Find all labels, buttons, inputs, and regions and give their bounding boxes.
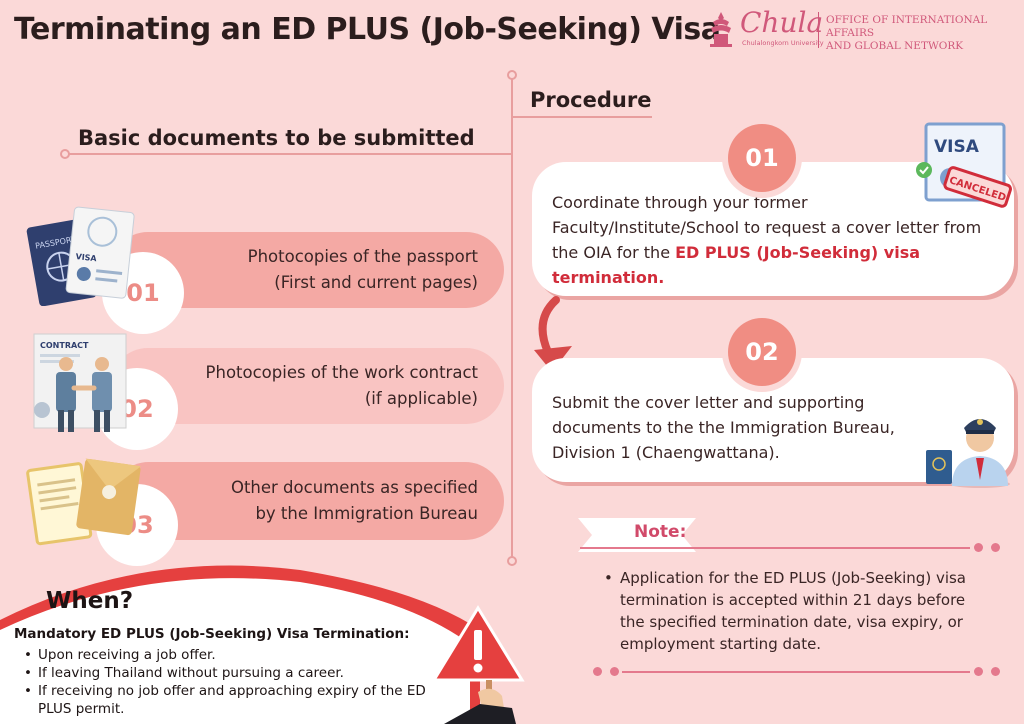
when-list: Upon receiving a job offer. If leaving T… <box>24 646 444 718</box>
when-title: When? <box>46 588 134 614</box>
when-item: If leaving Thailand without pursuing a c… <box>24 664 444 682</box>
procedure-step-text: Submit the cover letter and supporting d… <box>552 393 895 462</box>
note-dot <box>991 667 1000 676</box>
visa-stamp-text: VISA <box>934 137 980 157</box>
chula-logo: Chula Chulalongkorn University OFFICE OF… <box>704 6 1024 54</box>
curved-arrow-icon <box>534 296 572 372</box>
documents-icon <box>26 458 142 546</box>
svg-text:CONTRACT: CONTRACT <box>40 341 89 350</box>
note-divider-top <box>580 547 970 549</box>
procedure-step-number: 01 <box>728 124 796 192</box>
note-label: Note: <box>634 522 687 542</box>
note-ribbon <box>578 518 696 552</box>
basic-heading-line <box>66 153 512 155</box>
when-item: If receiving no job offer and approachin… <box>24 682 444 718</box>
note-dot <box>974 543 983 552</box>
contract-icon: CONTRACT <box>33 333 127 432</box>
passport-icon: PASSPORT VISA <box>26 206 135 306</box>
procedure-step-text: Coordinate through your former Faculty/I… <box>552 193 982 262</box>
basic-heading-dot <box>60 149 70 159</box>
note-divider-bottom <box>622 671 970 673</box>
document-text-line2: by the Immigration Bureau <box>255 504 478 523</box>
page-title: Terminating an ED PLUS (Job-Seeking) Vis… <box>14 12 721 47</box>
note-list: Application for the ED PLUS (Job-Seeking… <box>602 567 992 655</box>
procedure-heading: Procedure <box>530 88 652 112</box>
svg-text:VISA: VISA <box>75 252 98 263</box>
office-name-line2: AND GLOBAL NETWORK <box>826 40 964 52</box>
when-subtitle: Mandatory ED PLUS (Job-Seeking) Visa Ter… <box>14 626 410 642</box>
office-name-line1: OFFICE OF INTERNATIONAL AFFAIRS <box>826 14 988 39</box>
basic-documents-heading: Basic documents to be submitted <box>78 126 475 150</box>
procedure-step-number: 02 <box>728 318 796 386</box>
timeline-line <box>511 74 513 564</box>
procedure-step-highlight: ED PLUS (Job-Seeking) visa termination. <box>552 243 921 287</box>
logo-wordmark: Chula <box>740 6 824 39</box>
when-item: Upon receiving a job offer. <box>24 646 444 664</box>
document-text-line2: (if applicable) <box>364 389 478 408</box>
visa-canceled-icon: VISA CANCELED <box>916 122 1012 208</box>
procedure-heading-line <box>512 116 652 118</box>
note-dot <box>593 667 602 676</box>
warning-sign-icon <box>432 605 525 724</box>
timeline-dot-top <box>507 70 517 80</box>
document-text-line1: Other documents as specified <box>230 478 478 497</box>
note-item: Application for the ED PLUS (Job-Seeking… <box>602 567 992 655</box>
document-text-line1: Photocopies of the passport <box>247 247 478 266</box>
document-text-line1: Photocopies of the work contract <box>205 363 478 382</box>
note-dot <box>974 667 983 676</box>
office-name: OFFICE OF INTERNATIONAL AFFAIRS AND GLOB… <box>826 14 1024 53</box>
logo-subtitle: Chulalongkorn University <box>742 39 824 47</box>
document-text-line2: (First and current pages) <box>274 273 478 292</box>
note-dot <box>610 667 619 676</box>
logo-divider <box>818 12 819 48</box>
immigration-officer-icon <box>926 419 1010 488</box>
timeline-dot-bottom <box>507 556 517 566</box>
chula-seal-icon <box>710 12 732 47</box>
note-dot <box>991 543 1000 552</box>
